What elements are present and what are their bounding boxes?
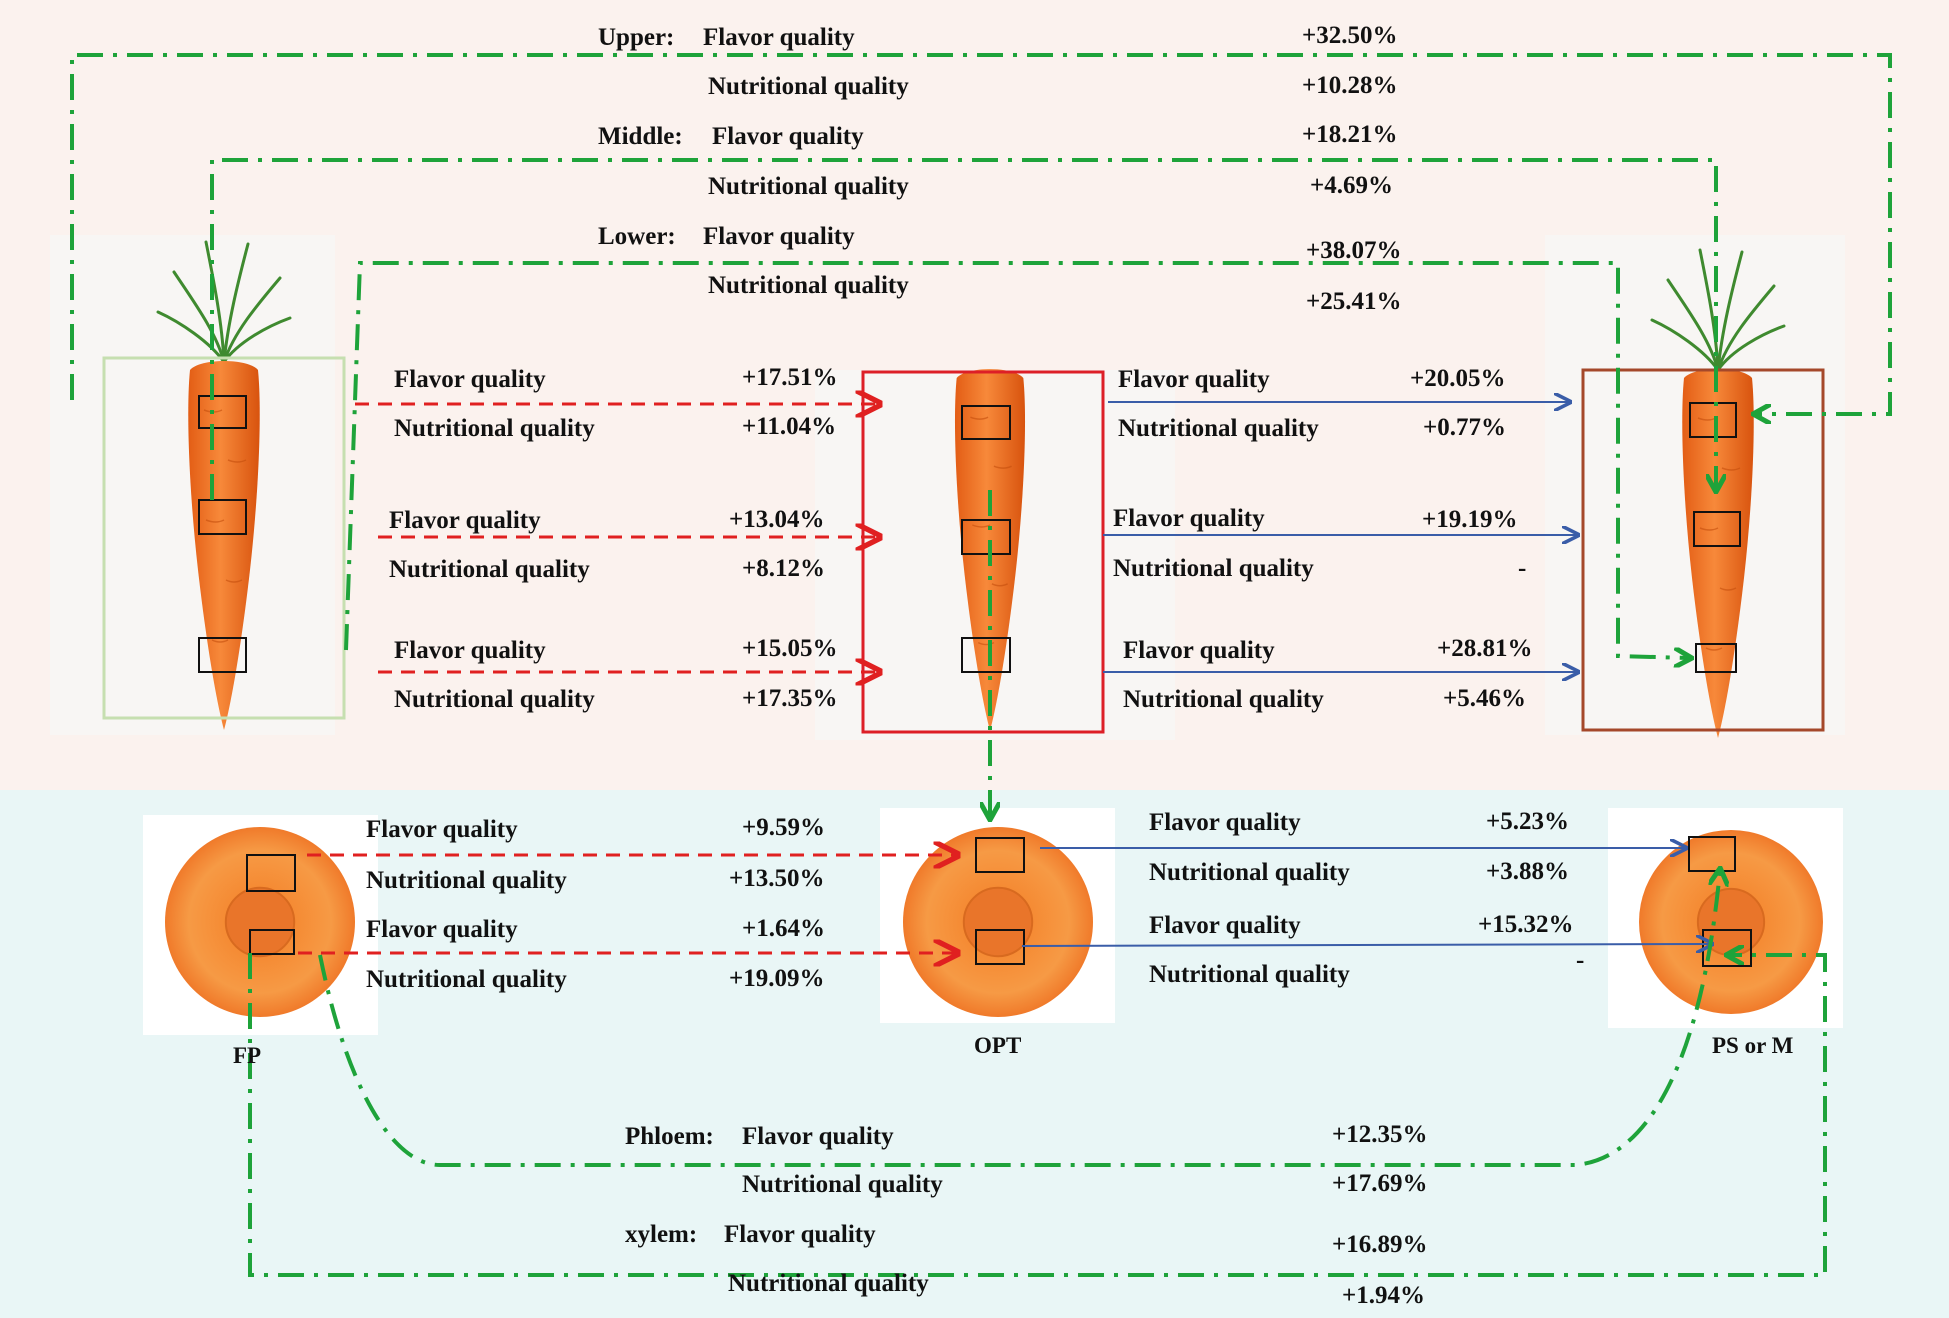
xylem-nutrition-label: Nutritional quality	[728, 1270, 929, 1297]
cross-opt-psm-phloem-nutrition-label: Nutritional quality	[1149, 859, 1350, 886]
fp-opt-upper-nutrition-value: +11.04%	[742, 413, 837, 440]
fp-slice-icon-core	[224, 886, 296, 958]
fp-opt-middle-flavor-label: Flavor quality	[389, 507, 541, 534]
fp-opt-lower-nutrition-value: +17.35%	[742, 685, 838, 712]
psm-carrot-frame	[1581, 368, 1825, 732]
phloem-flavor-label: Flavor quality	[742, 1123, 894, 1150]
cross-fp-opt-xylem-flavor-label: Flavor quality	[366, 916, 518, 943]
cross-opt-psm-xylem-flavor-value: +15.32%	[1478, 911, 1574, 938]
middle-prefix: Middle:	[598, 123, 683, 150]
middle-flavor-label: Flavor quality	[712, 123, 864, 150]
fp-opt-upper-nutrition-label: Nutritional quality	[394, 415, 595, 442]
xylem-prefix: xylem:	[625, 1221, 698, 1248]
cross-opt-psm-xylem-flavor-label: Flavor quality	[1149, 912, 1301, 939]
opt-psm-upper-nutrition-label: Nutritional quality	[1118, 415, 1319, 442]
opt-psm-lower-nutrition-label: Nutritional quality	[1123, 686, 1324, 713]
fp-opt-upper-flavor-label: Flavor quality	[394, 366, 546, 393]
middle-green-flow	[210, 158, 1716, 500]
phloem-green-flow	[318, 870, 1720, 1167]
sampling-box	[198, 637, 247, 673]
lower-flavor-label: Flavor quality	[703, 223, 855, 250]
xylem-flavor-label: Flavor quality	[724, 1221, 876, 1248]
opt-psm-lower-flavor-value: +28.81%	[1437, 635, 1533, 662]
cross-fp-opt-phloem-flavor-value: +9.59%	[742, 814, 825, 841]
cross-opt-psm-phloem-nutrition-value: +3.88%	[1486, 858, 1569, 885]
fp-opt-lower-flavor-label: Flavor quality	[394, 637, 546, 664]
psm-caption: PS or M	[1712, 1033, 1794, 1058]
upper-nutrition-value: +10.28%	[1302, 72, 1398, 99]
sampling-box	[1693, 511, 1741, 547]
fp-opt-middle-flavor-value: +13.04%	[729, 506, 825, 533]
upper-nutrition-label: Nutritional quality	[708, 73, 909, 100]
lower-flavor-value: +38.07%	[1306, 237, 1402, 264]
fp-opt-lower-nutrition-label: Nutritional quality	[394, 686, 595, 713]
lower-prefix: Lower:	[598, 223, 676, 250]
opt-psm-lower-nutrition-value: +5.46%	[1443, 685, 1526, 712]
lower-green-flow	[344, 261, 1690, 658]
blue-arrow	[1021, 944, 1712, 946]
lower-nutrition-value: +25.41%	[1306, 288, 1402, 315]
fp-caption: FP	[233, 1043, 262, 1068]
fp-opt-lower-flavor-value: +15.05%	[742, 635, 838, 662]
opt-psm-middle-flavor-value: +19.19%	[1422, 506, 1518, 533]
xylem-green-flow	[248, 953, 1827, 1277]
sampling-box	[961, 405, 1011, 440]
psm-slice-icon-core	[1696, 887, 1766, 957]
phloem-flavor-value: +12.35%	[1332, 1121, 1428, 1148]
opt-carrot-frame	[861, 370, 1105, 734]
middle-nutrition-value: +4.69%	[1310, 172, 1393, 199]
sampling-box	[961, 519, 1011, 555]
fp-opt-upper-flavor-value: +17.51%	[742, 364, 838, 391]
sampling-box	[198, 395, 247, 429]
phloem-prefix: Phloem:	[625, 1123, 714, 1150]
opt-psm-upper-flavor-value: +20.05%	[1410, 365, 1506, 392]
fp-opt-middle-nutrition-label: Nutritional quality	[389, 556, 590, 583]
upper-flavor-value: +32.50%	[1302, 22, 1398, 49]
sampling-box	[961, 637, 1011, 673]
sampling-box	[975, 837, 1025, 873]
middle-flavor-value: +18.21%	[1302, 121, 1398, 148]
sampling-box	[1695, 643, 1737, 673]
upper-green-flow	[70, 53, 1892, 414]
upper-flavor-label: Flavor quality	[703, 24, 855, 51]
lower-nutrition-label: Nutritional quality	[708, 272, 909, 299]
sampling-box	[246, 854, 296, 892]
xylem-flavor-value: +16.89%	[1332, 1231, 1428, 1258]
opt-psm-lower-flavor-label: Flavor quality	[1123, 637, 1275, 664]
opt-caption: OPT	[974, 1033, 1022, 1058]
cross-fp-opt-xylem-flavor-value: +1.64%	[742, 915, 825, 942]
sampling-box	[249, 929, 295, 955]
opt-psm-middle-flavor-label: Flavor quality	[1113, 505, 1265, 532]
xylem-nutrition-value: +1.94%	[1342, 1282, 1425, 1309]
cross-fp-opt-phloem-nutrition-label: Nutritional quality	[366, 867, 567, 894]
middle-nutrition-label: Nutritional quality	[708, 173, 909, 200]
phloem-nutrition-label: Nutritional quality	[742, 1171, 943, 1198]
cross-opt-psm-phloem-flavor-label: Flavor quality	[1149, 809, 1301, 836]
fp-carrot-frame	[102, 356, 346, 720]
sampling-box	[198, 499, 247, 535]
cross-fp-opt-phloem-nutrition-value: +13.50%	[729, 865, 825, 892]
upper-prefix: Upper:	[598, 24, 675, 51]
sampling-box	[1689, 402, 1737, 438]
phloem-nutrition-value: +17.69%	[1332, 1170, 1428, 1197]
opt-slice-icon-core	[962, 886, 1034, 958]
cross-fp-opt-phloem-flavor-label: Flavor quality	[366, 816, 518, 843]
cross-opt-psm-xylem-nutrition-value: -	[1576, 947, 1585, 974]
opt-psm-upper-flavor-label: Flavor quality	[1118, 366, 1270, 393]
cross-fp-opt-xylem-nutrition-value: +19.09%	[729, 965, 825, 992]
opt-psm-middle-nutrition-value: -	[1518, 555, 1527, 582]
cross-opt-psm-xylem-nutrition-label: Nutritional quality	[1149, 961, 1350, 988]
opt-psm-upper-nutrition-value: +0.77%	[1423, 414, 1506, 441]
fp-opt-middle-nutrition-value: +8.12%	[742, 555, 825, 582]
sampling-box	[975, 929, 1025, 965]
opt-psm-middle-nutrition-label: Nutritional quality	[1113, 555, 1314, 582]
cross-fp-opt-xylem-nutrition-label: Nutritional quality	[366, 966, 567, 993]
cross-opt-psm-phloem-flavor-value: +5.23%	[1486, 808, 1569, 835]
